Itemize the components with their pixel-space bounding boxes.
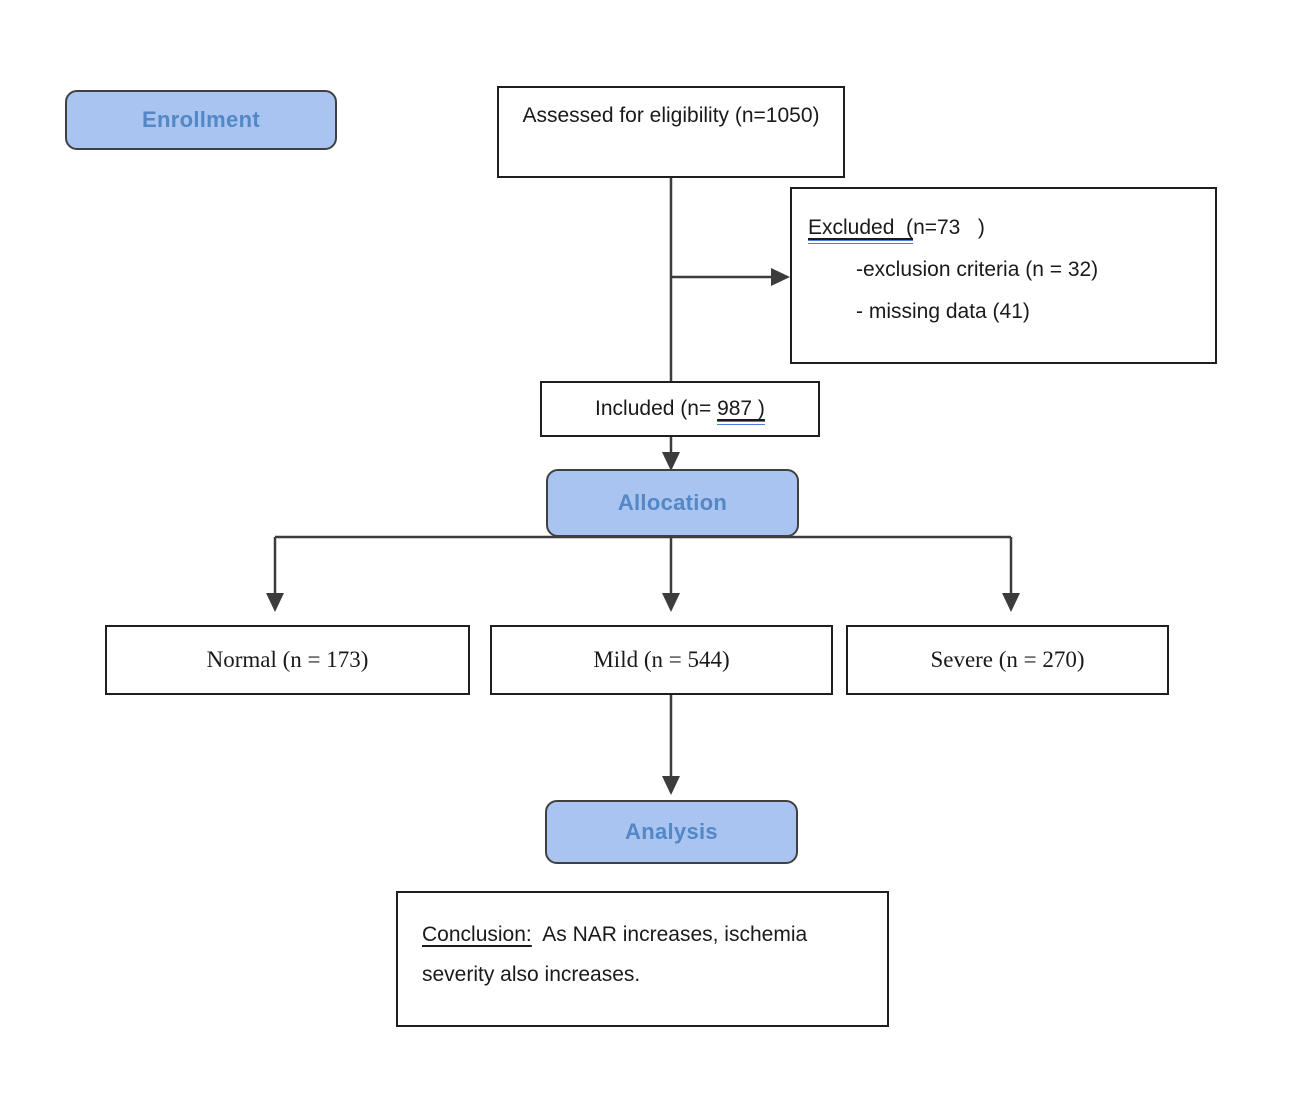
included-text-prefix: Included (n=: [595, 397, 718, 420]
allocation-stage-badge: Allocation: [546, 469, 799, 537]
arrowhead-to-normal: [266, 593, 284, 612]
arrowhead-to-analysis: [662, 776, 680, 795]
group-box-severe: Severe (n = 270): [846, 625, 1169, 695]
included-box: Included (n= 987 ): [540, 381, 820, 437]
group-box-mild: Mild (n = 544): [490, 625, 833, 695]
arrowhead-to-severe: [1002, 593, 1020, 612]
included-text-underlined: 987 ): [717, 397, 765, 425]
assessed-box: Assessed for eligibility (n=1050): [497, 86, 845, 178]
excluded-title-underlined: Excluded (: [808, 216, 914, 244]
arrowhead-to-allocation: [662, 452, 680, 471]
group-label-severe: Severe (n = 270): [930, 647, 1085, 672]
enrollment-stage-badge: Enrollment: [65, 90, 337, 150]
excluded-title: Excluded (n=73 ): [808, 207, 1205, 249]
excluded-item-exclusion-criteria: -exclusion criteria (n = 32): [856, 258, 1099, 281]
conclusion-box: Conclusion: As NAR increases, ischemia s…: [396, 891, 889, 1027]
group-box-normal: Normal (n = 173): [105, 625, 470, 695]
group-label-mild: Mild (n = 544): [593, 647, 730, 672]
arrowhead-to-excluded: [771, 268, 790, 286]
conclusion-text: As NAR increases, ischemia severity also…: [422, 923, 814, 986]
analysis-stage-badge: Analysis: [545, 800, 798, 864]
assessed-text: Assessed for eligibility (n=1050): [522, 104, 820, 127]
excluded-item-missing-data: - missing data (41): [856, 300, 1030, 323]
group-label-normal: Normal (n = 173): [206, 647, 369, 672]
conclusion-title-underlined: Conclusion:: [422, 923, 532, 946]
included-text: Included (n= 987 ): [595, 397, 765, 425]
arrowhead-to-mild: [662, 593, 680, 612]
excluded-box: Excluded (n=73 ) -exclusion criteria (n …: [790, 187, 1217, 364]
excluded-title-rest: n=73 ): [913, 216, 985, 239]
